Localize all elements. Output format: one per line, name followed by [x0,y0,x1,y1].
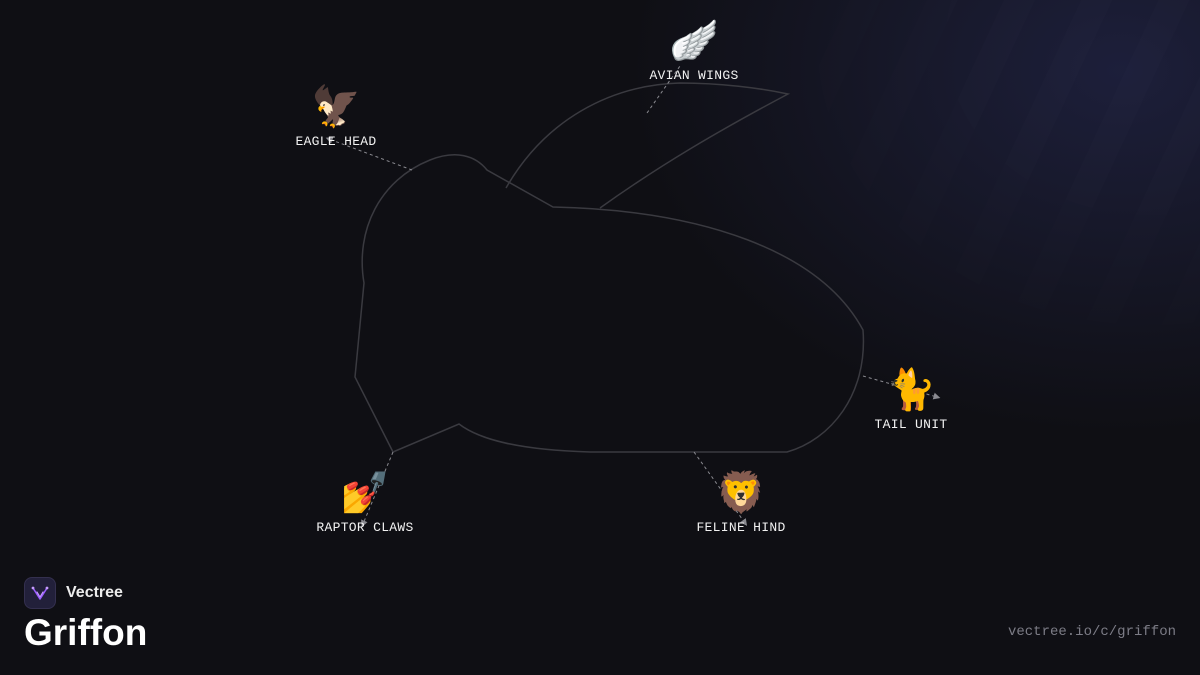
part-avian-wings: 🪽 AVIAN WINGS [614,16,774,83]
leader-feline-hind [693,451,748,526]
vectree-logo-icon [24,577,56,609]
part-label: RAPTOR CLAWS [316,520,414,535]
part-feline-hind: 🦁 FELINE HIND [661,468,821,535]
part-eagle-head: 🦅 EAGLE HEAD [256,82,416,149]
leader-eagle-head [325,136,413,171]
part-label: FELINE HIND [696,520,786,535]
griffon-wing-outline [505,82,791,209]
cat-icon: 🐈 [886,367,936,413]
part-tail-unit: 🐈 TAIL UNIT [831,365,991,432]
griffon-body-outline [354,154,865,453]
leader-tail-unit [862,375,941,400]
page-url[interactable]: vectree.io/c/griffon [1007,624,1176,640]
part-label: EAGLE HEAD [295,134,377,149]
lion-icon: 🦁 [716,470,766,516]
claws-icon: 💅 [340,470,390,516]
eagle-icon: 🦅 [311,84,361,130]
brand: Vectree [24,577,123,609]
part-label: AVIAN WINGS [649,68,739,83]
wing-icon: 🪽 [669,18,719,64]
part-label: TAIL UNIT [874,417,948,432]
leader-raptor-claws [361,451,394,528]
page-title: Griffon [24,612,148,653]
part-raptor-claws: 💅 RAPTOR CLAWS [285,468,445,535]
brand-name: Vectree [66,584,123,601]
